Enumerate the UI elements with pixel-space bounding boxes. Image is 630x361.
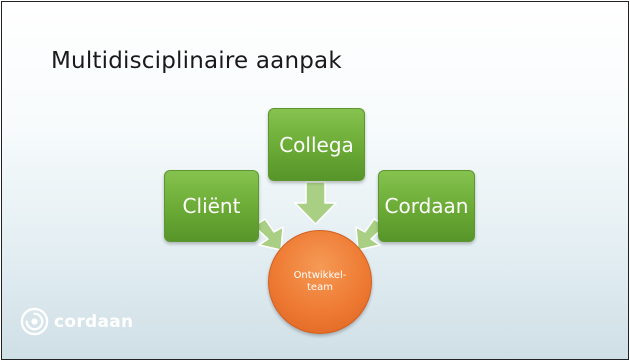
arrow-collega-to-team [294, 181, 337, 225]
box-cordaan-label: Cordaan [384, 194, 469, 218]
cordaan-logo: cordaan [19, 306, 133, 337]
box-cordaan: Cordaan [378, 170, 475, 242]
arrow-client-to-team [253, 218, 284, 251]
box-collega-label: Collega [279, 132, 354, 157]
circle-ontwikkelteam: Ontwikkel- team [268, 230, 372, 334]
cordaan-logo-icon [20, 307, 49, 336]
box-collega: Collega [268, 108, 365, 181]
box-client-label: Cliënt [182, 194, 241, 218]
arrow-cordaan-to-team [355, 218, 386, 251]
cordaan-logo-text: cordaan [54, 311, 134, 332]
circle-ontwikkelteam-label: Ontwikkel- team [293, 270, 347, 293]
slide-title: Multidisciplinaire aanpak [51, 48, 342, 74]
box-client: Cliënt [164, 170, 259, 242]
